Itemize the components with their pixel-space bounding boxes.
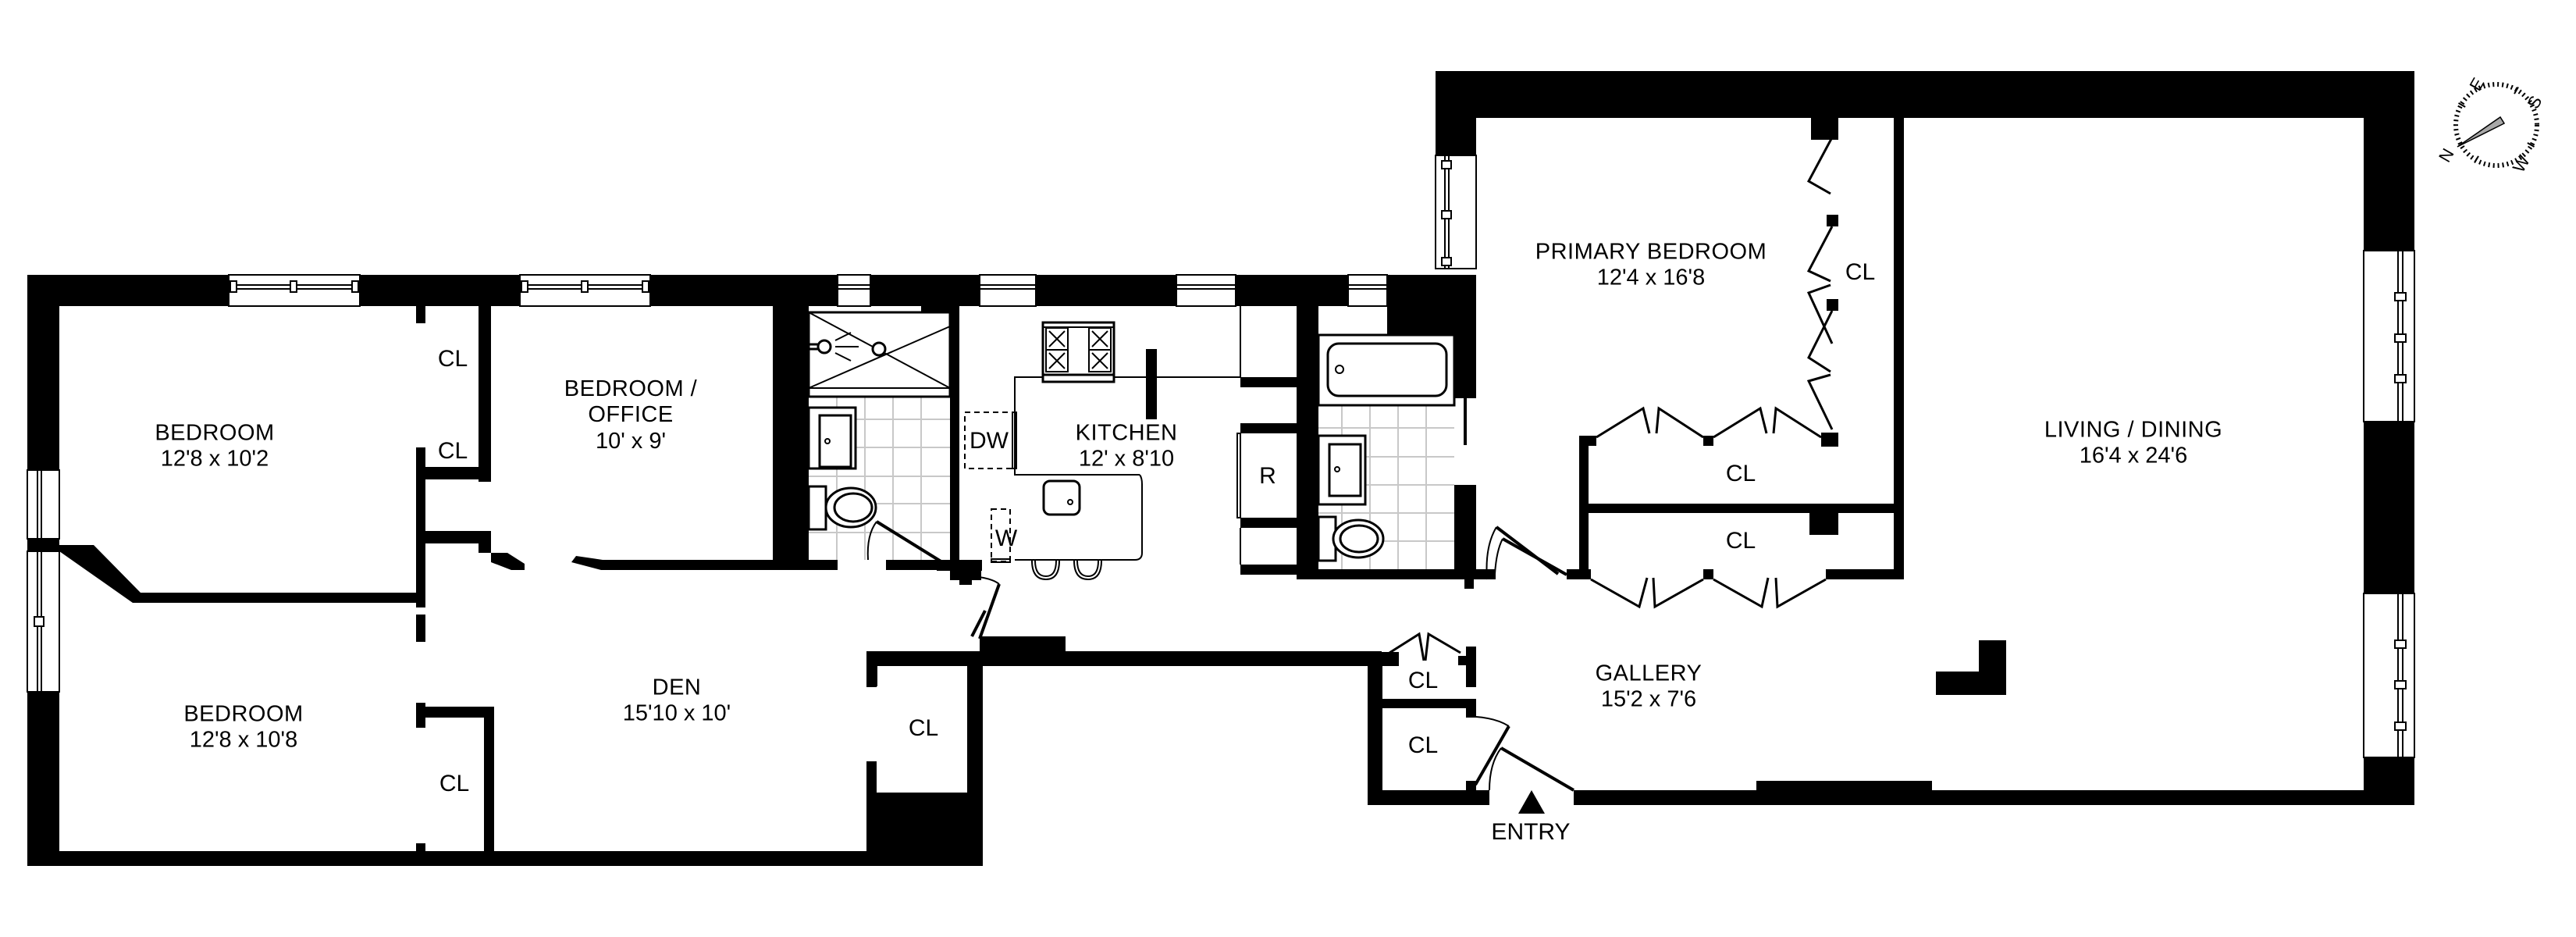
closet-label-primary-side: CL [1845, 258, 1876, 285]
bathroom-2 [1297, 306, 1560, 589]
room-label-primary-bedroom: PRIMARY BEDROOM 12'4 x 16'8 [1535, 240, 1767, 292]
room-label-gallery: GALLERY 15'2 x 7'6 [1596, 661, 1703, 714]
room-name: LIVING / DINING [2044, 417, 2223, 443]
room-name-line1: BEDROOM / [564, 376, 698, 401]
room-dimensions: 10' x 9' [595, 428, 667, 454]
room-dimensions: 16'4 x 24'6 [2079, 444, 2188, 468]
room-label-living-dining: LIVING / DINING 16'4 x 24'6 [2044, 418, 2222, 470]
washer-label: W [994, 525, 1018, 551]
room-label-bedroom-office: BEDROOM / OFFICE 10' x 9' [564, 376, 697, 454]
primary-bedroom-walls [1454, 118, 1904, 609]
closet-label-gallery-upper: CL [1407, 667, 1439, 693]
windows [27, 155, 2415, 758]
room-dimensions: 12'4 x 16'8 [1596, 265, 1706, 290]
room-label-den: DEN 15'10 x 10' [623, 675, 731, 728]
room-dimensions: 15'2 x 7'6 [1600, 687, 1697, 712]
room-label-bedroom-2: BEDROOM 12'8 x 10'8 [183, 702, 303, 754]
entry-arrow-icon [1518, 790, 1545, 814]
room-name: BEDROOM [183, 701, 304, 727]
closet-label-den: CL [908, 714, 939, 741]
room-dimensions: 12'8 x 10'2 [160, 447, 269, 472]
kitchen-fixtures [937, 306, 1318, 640]
room-dimensions: 12' x 8'10 [1078, 447, 1175, 472]
room-name: BEDROOM [155, 420, 275, 446]
closet-label-bedroom1-lower: CL [437, 437, 468, 464]
exterior-walls [27, 71, 2414, 866]
closet-label-bedroom2: CL [439, 770, 470, 796]
closet-label-primary-bottom: CL [1725, 460, 1756, 486]
room-name: GALLERY [1595, 661, 1703, 686]
room-label-kitchen: KITCHEN 12' x 8'10 [1076, 421, 1178, 473]
entry-label: ENTRY [1491, 818, 1571, 845]
closet-label-gallery-lower: CL [1407, 732, 1439, 758]
room-name: PRIMARY BEDROOM [1535, 239, 1767, 265]
closet-label-bedroom1-upper: CL [437, 345, 468, 372]
bathroom-1 [781, 306, 981, 580]
compass-icon [2453, 82, 2539, 168]
room-dimensions: 15'10 x 10' [622, 701, 731, 726]
room-name: DEN [652, 675, 702, 700]
room-label-bedroom-1: BEDROOM 12'8 x 10'2 [155, 421, 274, 473]
refrigerator-label: R [1259, 462, 1276, 489]
dishwasher-label: DW [970, 427, 1009, 454]
room-name: KITCHEN [1075, 420, 1178, 446]
gallery-closets [1368, 632, 1575, 814]
closet-label-hall: CL [1725, 527, 1756, 554]
room-dimensions: 12'8 x 10'8 [189, 728, 298, 753]
interior-walls-west [59, 306, 877, 851]
room-name-line2: OFFICE [588, 402, 674, 428]
